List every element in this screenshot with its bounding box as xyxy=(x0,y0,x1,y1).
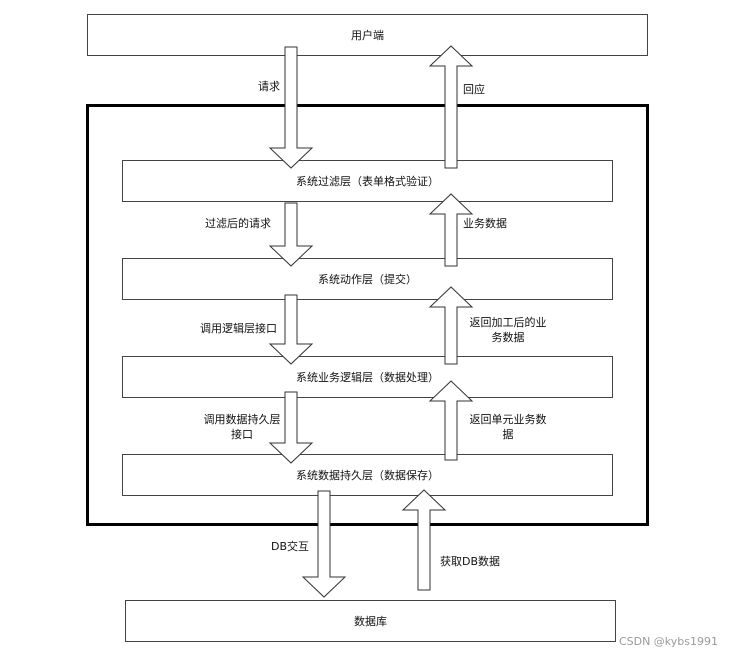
client-label: 用户端 xyxy=(351,29,384,42)
call-persistence-line2: 接口 xyxy=(231,428,253,441)
db-interact-down-arrow xyxy=(301,490,347,598)
call-logic-down-arrow xyxy=(268,294,314,365)
watermark-text: CSDN @kybs1991 xyxy=(618,635,718,648)
return-processed-label: 返回加工后的业 务数据 xyxy=(466,315,550,345)
persistence-layer-label: 系统数据持久层（数据保存） xyxy=(296,469,439,482)
business-data-label: 业务数据 xyxy=(463,217,507,230)
request-down-arrow xyxy=(268,46,314,169)
database-label: 数据库 xyxy=(354,615,387,628)
call-persistence-label: 调用数据持久层 接口 xyxy=(200,412,284,442)
action-layer-box: 系统动作层（提交） xyxy=(122,258,613,300)
system-boundary xyxy=(86,104,649,526)
return-unit-label: 返回单元业务数 据 xyxy=(466,412,550,442)
fetch-db-up-arrow xyxy=(401,489,447,591)
response-label: 回应 xyxy=(463,83,485,96)
filtered-request-label: 过滤后的请求 xyxy=(205,217,271,230)
persistence-layer-box: 系统数据持久层（数据保存） xyxy=(122,454,613,496)
return-unit-line1: 返回单元业务数 xyxy=(469,413,547,426)
call-persistence-line1: 调用数据持久层 xyxy=(203,413,281,426)
call-persistence-down-arrow xyxy=(268,391,314,464)
return-processed-line2: 务数据 xyxy=(491,331,525,344)
return-unit-line2: 据 xyxy=(502,428,514,441)
response-up-arrow xyxy=(428,45,474,169)
filter-layer-box: 系统过滤层（表单格式验证） xyxy=(122,160,613,202)
call-logic-label: 调用逻辑层接口 xyxy=(200,322,277,335)
return-unit-up-arrow xyxy=(428,380,474,461)
client-box: 用户端 xyxy=(87,14,648,56)
fetch-db-label: 获取DB数据 xyxy=(440,555,501,568)
filtered-request-down-arrow xyxy=(268,202,314,267)
request-label: 请求 xyxy=(258,80,280,93)
business-layer-label: 系统业务逻辑层（数据处理） xyxy=(296,371,439,384)
return-processed-up-arrow xyxy=(428,286,474,365)
business-data-up-arrow xyxy=(428,193,474,267)
business-layer-box: 系统业务逻辑层（数据处理） xyxy=(122,356,613,398)
action-layer-label: 系统动作层（提交） xyxy=(318,273,417,286)
filter-layer-label: 系统过滤层（表单格式验证） xyxy=(296,175,439,188)
return-processed-line1: 返回加工后的业 xyxy=(469,316,547,329)
db-interact-label: DB交互 xyxy=(271,540,310,553)
database-box: 数据库 xyxy=(125,600,616,642)
